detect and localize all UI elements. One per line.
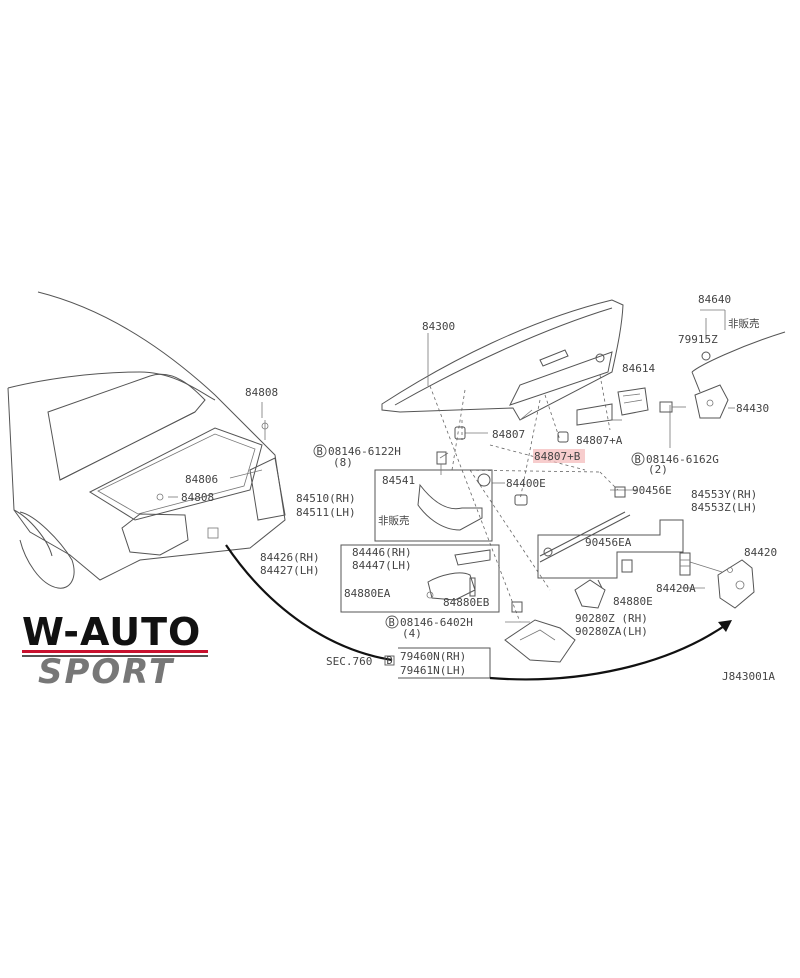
bracket-box-84553	[537, 519, 684, 579]
bracket-box-79460	[398, 647, 491, 679]
bolt-symbols: B B B D	[313, 444, 645, 667]
label-6162G-qty: (2)	[648, 463, 668, 476]
label-84808-mid: 84808	[181, 491, 214, 504]
label-84614: 84614	[622, 362, 655, 375]
svg-text:B: B	[635, 454, 641, 466]
part-labels: 84808 84806 84808 84300 84807 84807+A 84…	[181, 293, 777, 683]
label-84510: 84510(RH)	[296, 492, 356, 505]
svg-text:B: B	[389, 617, 395, 629]
label-84446: 84446(RH)	[352, 546, 412, 559]
bracket-box-84541	[374, 469, 493, 542]
highlight-84807B	[533, 449, 585, 463]
label-84808-top: 84808	[245, 386, 278, 399]
bracket-box-84446	[340, 544, 500, 613]
label-84430: 84430	[736, 402, 769, 415]
label-84640: 84640	[698, 293, 731, 306]
logo-line-1: W-AUTO	[22, 610, 201, 654]
brand-logo: W-AUTO SPORT	[22, 610, 208, 692]
label-6122H-qty: (8)	[333, 456, 353, 469]
label-84880E: 84880E	[613, 595, 653, 608]
label-sec760: SEC.760	[326, 655, 372, 668]
label-84553Z: 84553Z(LH)	[691, 501, 757, 514]
label-90280ZA: 90280ZA(LH)	[575, 625, 648, 638]
label-08146-6402H: 08146-6402H	[400, 616, 473, 629]
label-84511: 84511(LH)	[296, 506, 356, 519]
label-79461N: 79461N(LH)	[400, 664, 466, 677]
label-90456EA: 90456EA	[585, 536, 632, 549]
label-84447: 84447(LH)	[352, 559, 412, 572]
label-08146-6162G: 08146-6162G	[646, 453, 719, 466]
car-rear-illustration	[7, 291, 286, 589]
diagram-reference-code: J843001A	[722, 670, 775, 683]
label-84880EA: 84880EA	[344, 587, 391, 600]
label-hi-hanbai-top: 非販売	[728, 317, 760, 330]
leader-lines	[168, 309, 735, 623]
svg-text:B: B	[317, 446, 323, 458]
trunk-lid	[381, 299, 624, 421]
label-79460N: 79460N(RH)	[400, 650, 466, 663]
label-90280Z: 90280Z (RH)	[575, 612, 648, 625]
label-hi-hanbai-mid: 非販売	[378, 514, 410, 527]
label-84400E: 84400E	[506, 477, 546, 490]
components	[417, 331, 786, 663]
label-84806: 84806	[185, 473, 218, 486]
logo-line-2: SPORT	[38, 652, 175, 692]
label-6402H-qty: (4)	[402, 627, 422, 640]
label-84807: 84807	[492, 428, 525, 441]
label-84427: 84427(LH)	[260, 564, 320, 577]
label-84541: 84541	[382, 474, 415, 487]
label-84420A: 84420A	[656, 582, 696, 595]
label-84300: 84300	[422, 320, 455, 333]
label-84426: 84426(RH)	[260, 551, 320, 564]
label-79915Z: 79915Z	[678, 333, 718, 346]
label-08146-6122H: 08146-6122H	[328, 445, 401, 458]
label-84420: 84420	[744, 546, 777, 559]
label-84807B: 84807+B	[534, 450, 581, 463]
logo-accent-stripe	[22, 650, 208, 653]
label-84880EB: 84880EB	[443, 596, 490, 609]
label-84807A: 84807+A	[576, 434, 623, 447]
callout-arrows	[225, 544, 732, 681]
label-90456E: 90456E	[632, 484, 672, 497]
label-84553Y: 84553Y(RH)	[691, 488, 757, 501]
svg-text:D: D	[387, 655, 393, 667]
